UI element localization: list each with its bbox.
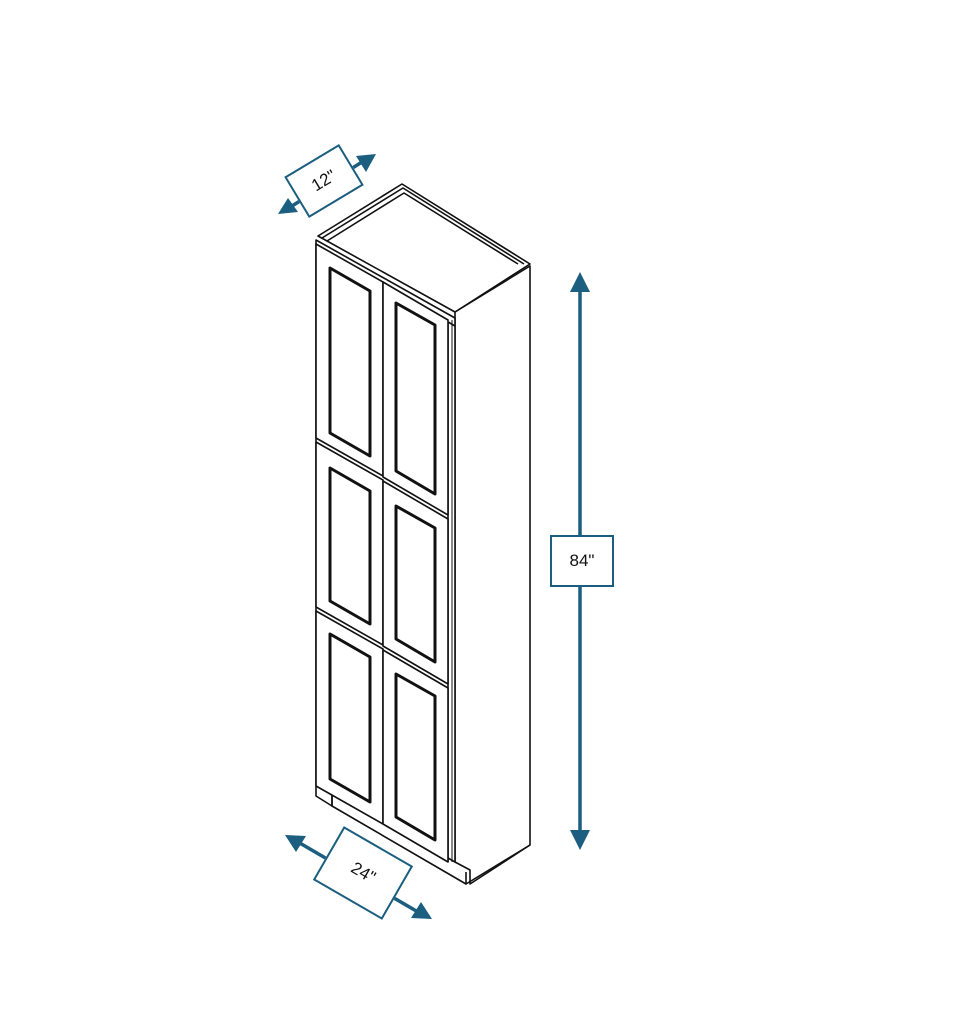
door-top-right xyxy=(382,281,449,516)
arrow-down-left-icon xyxy=(278,198,298,214)
arrow-down-right-icon xyxy=(411,902,432,919)
door-top-left xyxy=(315,243,384,477)
arrow-up-right-icon xyxy=(356,154,376,172)
height-dimension-label: 84" xyxy=(550,535,614,587)
door-bottom-left xyxy=(315,610,384,825)
cabinet-side-panel xyxy=(454,265,531,885)
door-bottom-right xyxy=(382,649,449,863)
arrow-up-left-icon xyxy=(285,835,306,852)
door-mid-right xyxy=(382,480,449,685)
height-value: 84" xyxy=(569,551,595,570)
cabinet-top xyxy=(317,183,531,313)
door-mid-left xyxy=(315,441,384,646)
arrow-up-icon xyxy=(570,272,590,292)
width-value: 24" xyxy=(347,858,379,888)
arrow-down-icon xyxy=(570,830,590,850)
depth-value: 12" xyxy=(308,166,340,196)
